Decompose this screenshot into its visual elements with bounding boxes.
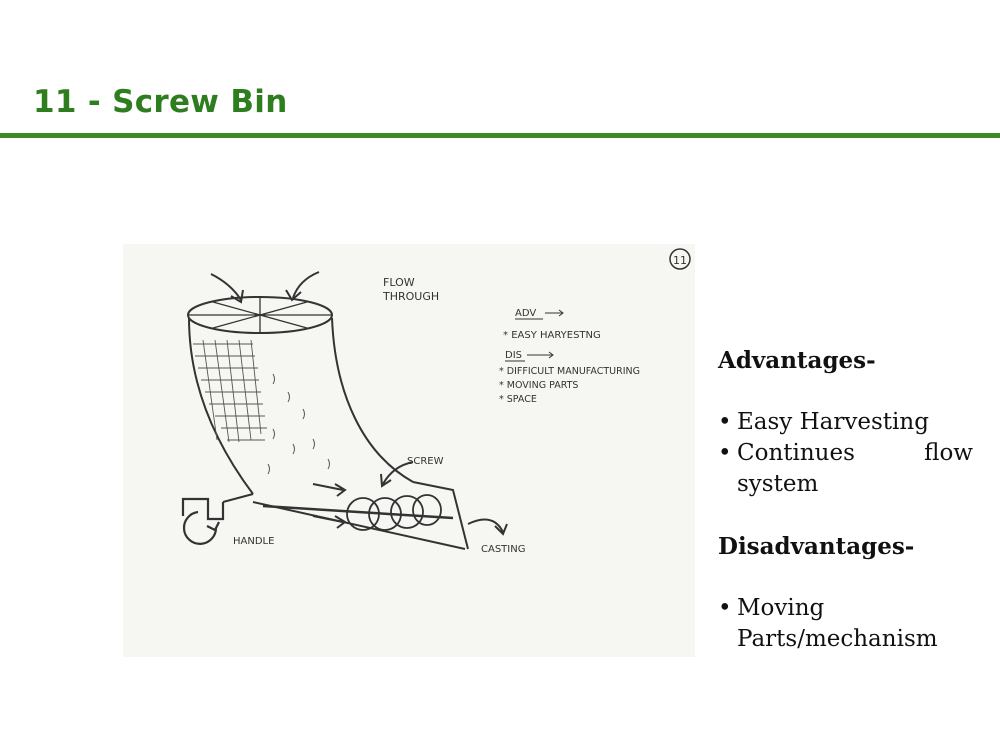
- screw-coils: [262, 494, 454, 531]
- advantages-list: Easy Harvesting Continues flow system: [718, 407, 973, 500]
- label-through: THROUGH: [382, 290, 439, 303]
- notes-dis-item-2: * MOVING PARTS: [499, 380, 578, 391]
- notes-adv-item: * EASY HARYESTNG: [503, 330, 601, 341]
- advantage-item: Easy Harvesting: [718, 407, 973, 438]
- advantage-item: Continues flow system: [718, 438, 973, 500]
- label-handle: HANDLE: [233, 536, 274, 547]
- disadvantages-list: Moving Parts/mechanism: [718, 593, 973, 655]
- screw-bin-sketch: 11: [123, 244, 695, 657]
- bin-top-ellipse: [187, 296, 333, 334]
- slide-title: 11 - Screw Bin: [33, 84, 288, 120]
- label-casting: CASTING: [481, 544, 525, 555]
- label-screw: SCREW: [407, 456, 444, 467]
- sketch-notes: ADV * EASY HARYESTNG DIS * DIFFICULT MAN…: [499, 308, 640, 405]
- notes-dis-item-3: * SPACE: [499, 394, 537, 405]
- page-number: 11: [673, 254, 687, 267]
- notes-dis-heading: DIS: [505, 350, 522, 361]
- advantages-heading: Advantages-: [718, 347, 876, 374]
- mesh-hatching: [193, 339, 267, 443]
- handle-crank: [181, 497, 225, 545]
- bin-body: [188, 317, 469, 550]
- label-flow: FLOW: [383, 276, 415, 289]
- notes-adv-heading: ADV: [515, 308, 536, 319]
- disadvantage-item: Moving Parts/mechanism: [718, 593, 973, 655]
- casting-arrow: [467, 518, 508, 536]
- sketch-drawing: 11: [181, 248, 691, 555]
- internal-arrows: [312, 461, 414, 529]
- pros-cons-panel: Advantages- Easy Harvesting Continues fl…: [718, 345, 973, 655]
- title-divider: [0, 133, 1000, 138]
- disadvantages-heading: Disadvantages-: [718, 533, 915, 560]
- page-number-circle: [669, 248, 691, 270]
- notes-dis-item-1: * DIFFICULT MANUFACTURING: [499, 366, 640, 377]
- flow-marks: [267, 373, 330, 475]
